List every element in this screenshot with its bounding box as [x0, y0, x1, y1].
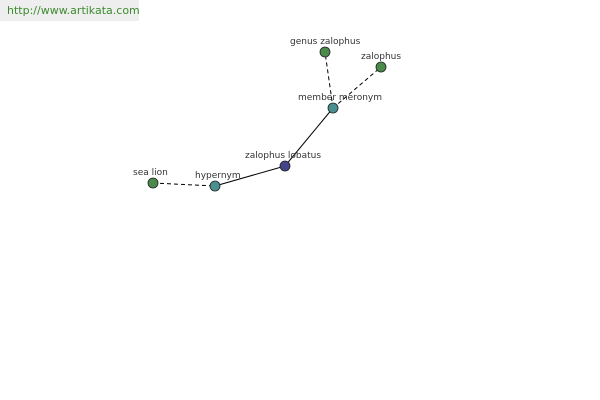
node-member-meronym[interactable]: member meronym	[298, 93, 382, 114]
node-zalophus-lobatus-dot[interactable]	[279, 160, 291, 172]
node-sea-lion-label: sea lion	[133, 168, 168, 178]
node-zalophus-label: zalophus	[361, 52, 401, 62]
node-zalophus-dot[interactable]	[375, 61, 387, 73]
node-hypernym[interactable]: hypernym	[195, 171, 241, 192]
edge-hypernym-zalophus-lobatus	[214, 165, 286, 187]
node-zalophus[interactable]: zalophus	[361, 52, 401, 73]
node-sea-lion-dot[interactable]	[147, 177, 159, 189]
node-zalophus-lobatus[interactable]: zalophus lobatus	[245, 151, 321, 172]
node-member-meronym-label: member meronym	[298, 93, 382, 103]
edge-sea-lion-hypernym	[152, 182, 216, 187]
nodes-layer: sea lion hypernym zalophus lobatus member m…	[133, 37, 401, 192]
node-genus-zalophus-label: genus zalophus	[290, 37, 361, 47]
node-hypernym-dot[interactable]	[209, 180, 221, 192]
artikata-url-watermark: http://www.artikata.com	[0, 0, 140, 21]
node-zalophus-lobatus-label: zalophus lobatus	[245, 151, 321, 161]
node-genus-zalophus-dot[interactable]	[319, 46, 331, 58]
node-member-meronym-dot[interactable]	[327, 102, 339, 114]
edge-zalophus-lobatus-member-meronym	[284, 107, 334, 167]
edge-member-meronym-genus-zalophus	[324, 51, 334, 109]
edges-layer	[152, 51, 382, 187]
node-hypernym-label: hypernym	[195, 171, 241, 181]
node-genus-zalophus[interactable]: genus zalophus	[290, 37, 361, 58]
edge-member-meronym-zalophus	[332, 66, 382, 109]
node-sea-lion[interactable]: sea lion	[133, 168, 168, 189]
